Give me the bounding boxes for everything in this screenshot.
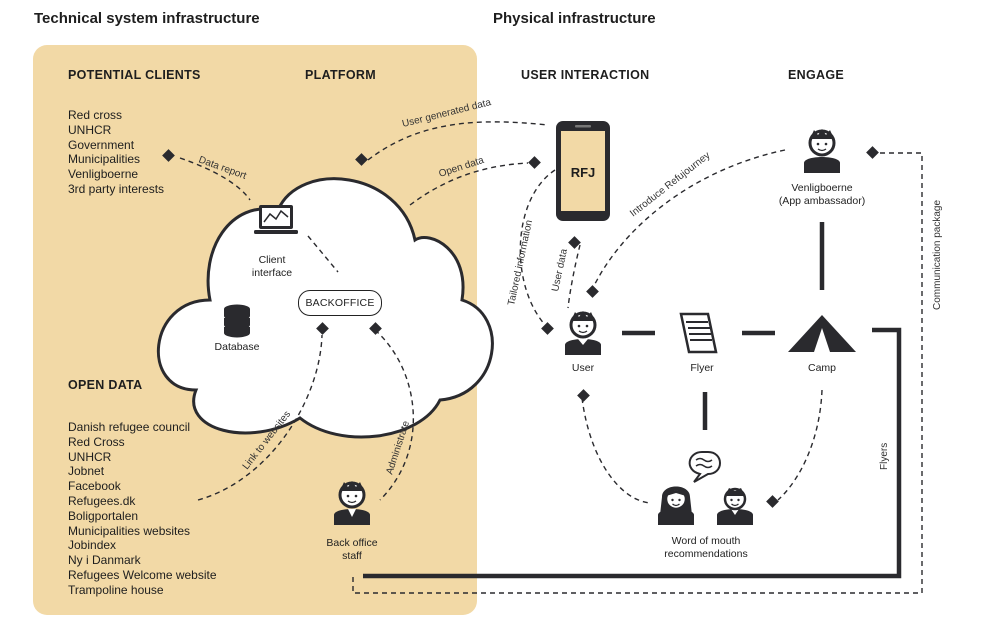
word-of-mouth-label: Word of mouth recommendations xyxy=(664,535,748,560)
user-icon xyxy=(565,311,601,355)
list-item: Red cross xyxy=(68,108,123,122)
user-label: User xyxy=(571,362,595,374)
venligboerne-icon xyxy=(804,129,840,173)
technical-section-title: Technical system infrastructure xyxy=(34,10,260,27)
client-interface-label: Client interface xyxy=(236,254,308,280)
platform-heading: PLATFORM xyxy=(305,68,376,82)
edge-label-data-report: Data report xyxy=(197,154,248,182)
list-item: Refugees Welcome website xyxy=(68,567,217,582)
flyer-icon xyxy=(679,312,718,354)
man-icon xyxy=(717,487,753,525)
list-item: UNHCR xyxy=(68,449,112,464)
database-label: Database xyxy=(214,341,260,353)
edge-label-flyers: Flyers xyxy=(879,443,890,470)
list-item: Jobnet xyxy=(68,464,105,479)
camp-label: Camp xyxy=(807,362,836,374)
speech-bubble-icon xyxy=(688,451,721,483)
list-item: Venligboerne xyxy=(68,167,139,182)
list-item: Municipalities websites xyxy=(68,523,191,538)
engage-heading: ENGAGE xyxy=(788,68,844,82)
user-interaction-heading: USER INTERACTION xyxy=(521,68,650,82)
list-item: Trampoline house xyxy=(68,582,164,597)
laptop-icon xyxy=(254,205,298,234)
database-icon xyxy=(224,304,250,338)
flyer-label: Flyer xyxy=(690,362,714,374)
edge-label-user-data: User data xyxy=(550,248,570,293)
list-item: Boligportalen xyxy=(68,508,139,523)
list-item: 3rd party interests xyxy=(68,181,165,196)
open-data-heading: OPEN DATA xyxy=(68,378,143,392)
list-item: Danish refugee council xyxy=(68,420,191,434)
physical-section-title: Physical infrastructure xyxy=(493,10,656,27)
woman-icon xyxy=(658,486,694,525)
list-item: Facebook xyxy=(68,479,121,494)
edge-label-communication-package: Communication package xyxy=(932,200,943,310)
potential-clients-list: Red cross UNHCR Government Municipalitie… xyxy=(68,108,164,197)
list-item: Jobindex xyxy=(68,538,117,553)
edge-label-user-generated-data: User generated data xyxy=(401,97,493,130)
edge-label-introduce-refujourney: Introduce Refujourney xyxy=(628,150,712,219)
list-item: Municipalities xyxy=(68,152,141,167)
list-item: Red Cross xyxy=(68,434,125,449)
edge-label-tailored-information: Tailored information xyxy=(506,219,535,307)
back-office-staff-icon xyxy=(334,481,370,525)
venligboerne-label: Venligboerne (App ambassador) xyxy=(778,182,866,207)
tent-icon xyxy=(788,315,856,352)
list-item: UNHCR xyxy=(68,122,112,137)
client-interface-text: Client interface xyxy=(251,254,293,279)
edge-label-open-data: Open data xyxy=(438,155,486,180)
back-office-staff-label: Back office staff xyxy=(326,537,378,562)
open-data-list: Danish refugee council Red Cross UNHCR J… xyxy=(68,420,217,598)
potential-clients-heading: POTENTIAL CLIENTS xyxy=(68,68,201,82)
list-item: Ny i Danmark xyxy=(68,553,141,568)
rfj-label: RFJ xyxy=(570,165,596,180)
phone-icon xyxy=(556,121,610,221)
backoffice-node: BACKOFFICE xyxy=(298,290,382,316)
list-item: Refugees.dk xyxy=(68,493,136,508)
list-item: Government xyxy=(68,137,135,152)
